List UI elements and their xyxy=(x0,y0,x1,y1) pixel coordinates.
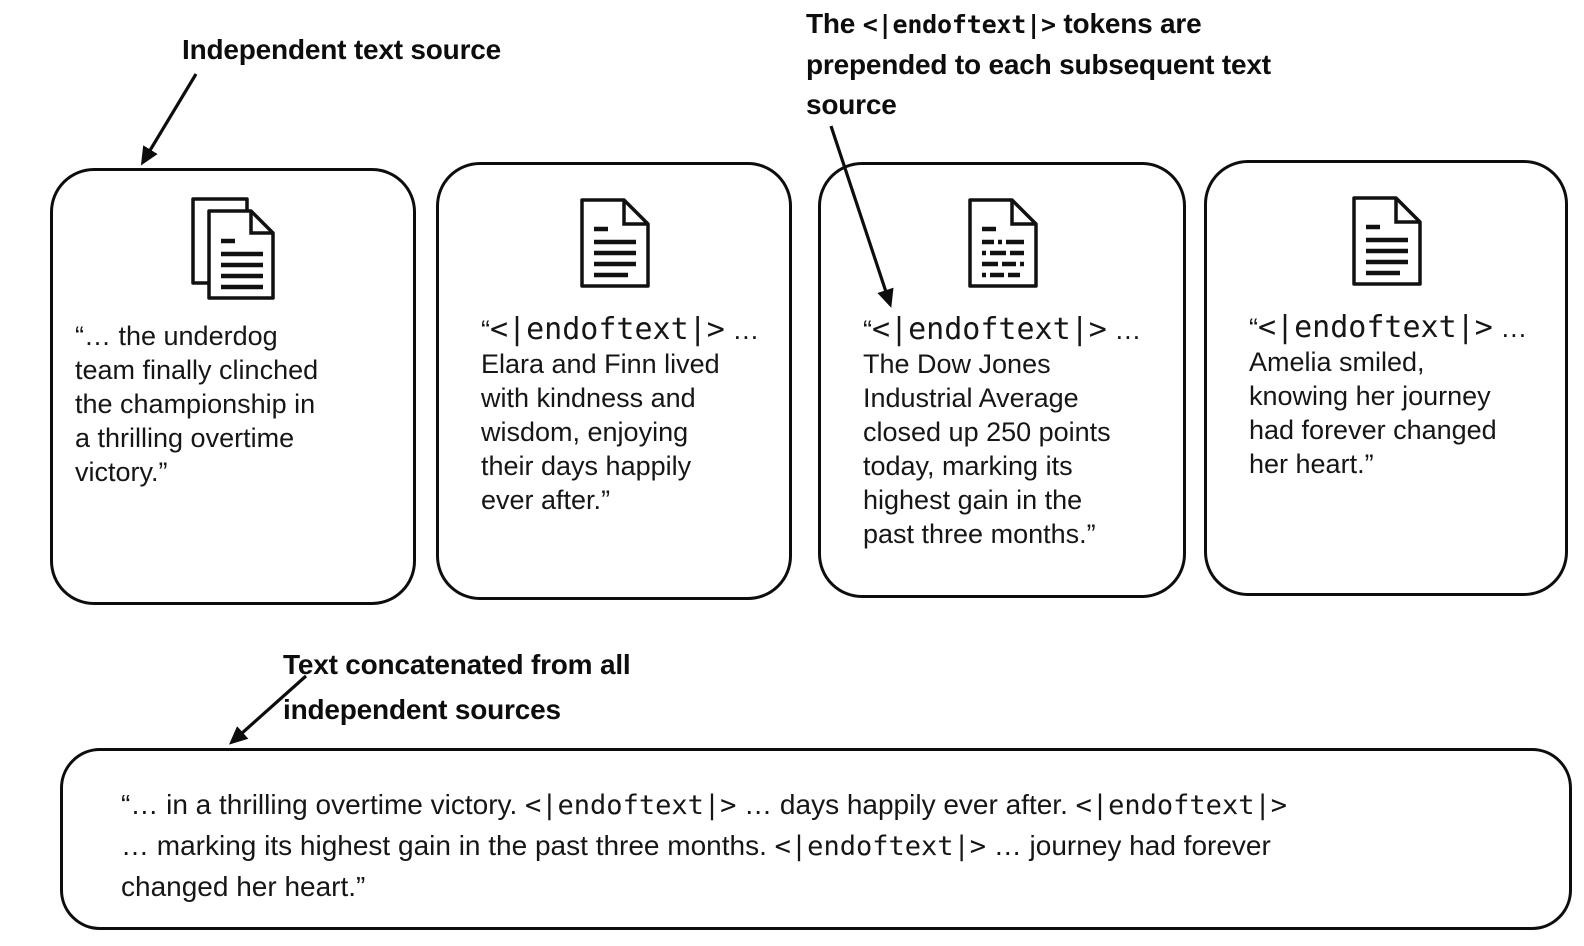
card-text: “<|endoftext|> … Elara and Finn lived wi… xyxy=(439,313,789,517)
label-concatenated: Text concatenated from all independent s… xyxy=(283,649,631,725)
text-segment: … The Dow Jones Industrial Average close… xyxy=(863,315,1142,549)
independent-source-arrow xyxy=(140,73,198,166)
text-source-card-2: “<|endoftext|> … Elara and Finn lived wi… xyxy=(436,162,792,600)
endoftext-token: <|endoftext|> xyxy=(872,312,1107,347)
text-segment: … journey had forever changed her heart.… xyxy=(121,830,1271,902)
card-text: “… the underdog team finally clinched th… xyxy=(53,319,413,489)
text-source-card-3: “<|endoftext|> … The Dow Jones Industria… xyxy=(818,162,1186,598)
endoftext-token: <|endoftext|> xyxy=(1075,790,1287,821)
text-segment: “ xyxy=(481,315,490,345)
endoftext-token: <|endoftext|> xyxy=(525,790,737,821)
document-icon xyxy=(1334,189,1438,293)
text-segment: tokens are prepended to each subsequent … xyxy=(806,8,1271,120)
text-segment: “ xyxy=(863,315,872,345)
endoftext-token: <|endoftext|> xyxy=(1258,310,1493,345)
text-segment: “… in a thrilling overtime victory. xyxy=(121,789,526,820)
text-segment: “… the underdog team finally clinched th… xyxy=(75,321,319,487)
text-segment: … days happily ever after. xyxy=(736,789,1076,820)
card-text: “<|endoftext|> … The Dow Jones Industria… xyxy=(821,313,1183,551)
text-source-card-4: “<|endoftext|> … Amelia smiled, knowing … xyxy=(1204,160,1568,596)
label-independent-source: Independent text source xyxy=(182,34,502,65)
text-segment: … Amelia smiled, knowing her journey had… xyxy=(1249,313,1528,479)
text-segment: … marking its highest gain in the past t… xyxy=(121,830,767,861)
label-endoftext-note: The <|endoftext|> tokens are prepended t… xyxy=(806,4,1271,125)
endoftext-token: <|endoftext|> xyxy=(490,312,725,347)
document-icon xyxy=(562,191,666,295)
endoftext-token: <|endoftext|> xyxy=(862,10,1056,39)
text-segment: … Elara and Finn lived with kindness and… xyxy=(481,315,760,515)
concatenated-text-box: “… in a thrilling overtime victory. <|en… xyxy=(60,748,1572,930)
documents-stacked-icon xyxy=(181,197,285,301)
text-segment: “ xyxy=(1249,313,1258,343)
document-dashed-lines-icon xyxy=(950,191,1054,295)
text-segment: The xyxy=(806,8,863,39)
card-text: “<|endoftext|> … Amelia smiled, knowing … xyxy=(1207,311,1565,481)
endoftext-token: <|endoftext|> xyxy=(774,831,986,862)
text-source-card-1: “… the underdog team finally clinched th… xyxy=(50,168,416,605)
